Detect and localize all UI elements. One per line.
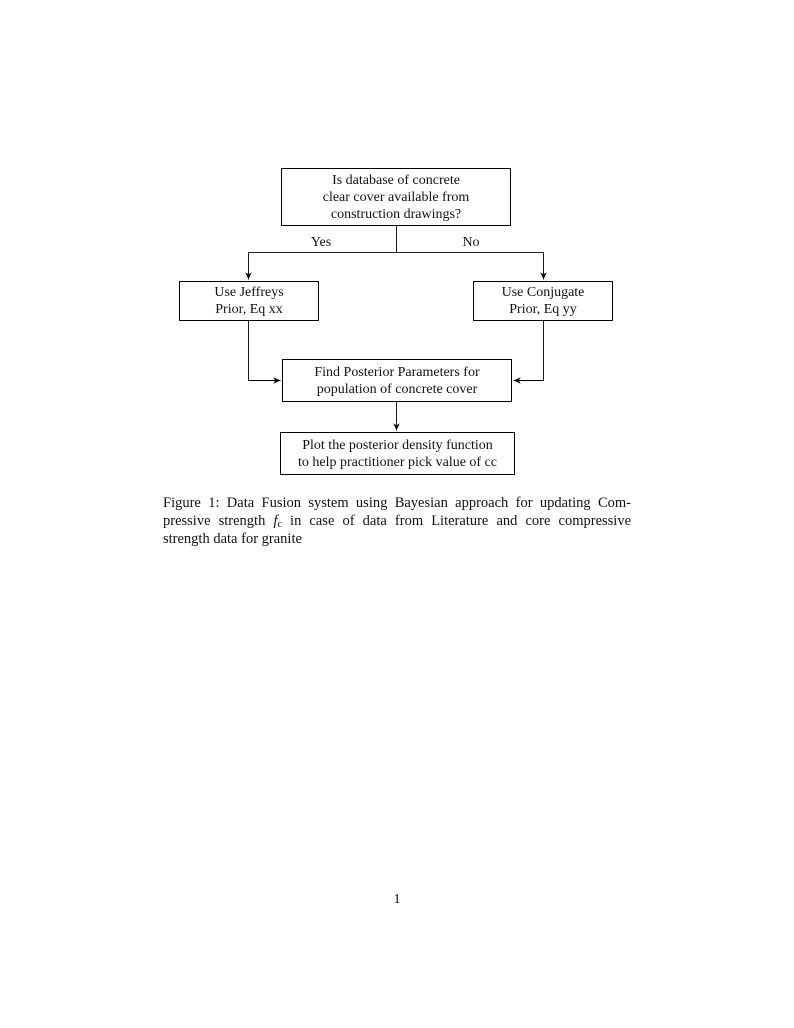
figure-caption-line: pressive strength fc in case of data fro… — [163, 512, 631, 530]
yes-branch-label: Yes — [310, 235, 332, 250]
flowchart-connectors — [245, 226, 547, 431]
plot-density-box-line: Plot the posterior density function — [302, 437, 493, 453]
figure-caption: Figure 1: Data Fusion system using Bayes… — [163, 494, 631, 548]
decision-box: Is database of concrete clear cover avai… — [281, 168, 511, 226]
posterior-parameters-box-line: population of concrete cover — [316, 381, 478, 397]
conjugate-prior-box-line: Prior, Eq yy — [509, 302, 577, 317]
figure-caption-line: strength data for granite — [163, 531, 302, 547]
posterior-parameters-box-line: Find Posterior Parameters for — [314, 364, 480, 380]
connector-jeffreys-to-posterior — [248, 321, 281, 384]
conjugate-prior-box: Use Conjugate Prior, Eq yy — [473, 281, 613, 321]
jeffreys-prior-box-line: Prior, Eq xx — [215, 302, 283, 317]
connector-conjugate-to-posterior — [513, 321, 544, 384]
posterior-parameters-box: Find Posterior Parameters for population… — [282, 359, 512, 402]
caption-text-after-math: in case of data from Literature and core… — [290, 513, 632, 529]
decision-box-line: construction drawings? — [330, 206, 462, 222]
fc-symbol: fc — [273, 513, 282, 530]
jeffreys-prior-box-line: Use Jeffreys — [214, 285, 284, 300]
figure-flowchart: Is database of concrete clear cover avai… — [179, 168, 613, 475]
decision-box-line: clear cover available from — [322, 189, 470, 205]
fc-symbol-f: f — [273, 513, 278, 529]
plot-density-box-line: to help practitioner pick value of cc — [297, 454, 498, 470]
page-number: 1 — [393, 892, 401, 907]
caption-text-before-math: pressive strength — [163, 513, 266, 529]
conjugate-prior-box-line: Use Conjugate — [501, 285, 585, 300]
no-branch-label: No — [462, 235, 480, 250]
plot-density-box: Plot the posterior density function to h… — [280, 432, 515, 475]
fc-symbol-subscript: c — [277, 519, 282, 530]
jeffreys-prior-box: Use Jeffreys Prior, Eq xx — [179, 281, 319, 321]
decision-box-line: Is database of concrete — [332, 172, 460, 188]
figure-caption-line: Figure 1: Data Fusion system using Bayes… — [163, 495, 631, 511]
